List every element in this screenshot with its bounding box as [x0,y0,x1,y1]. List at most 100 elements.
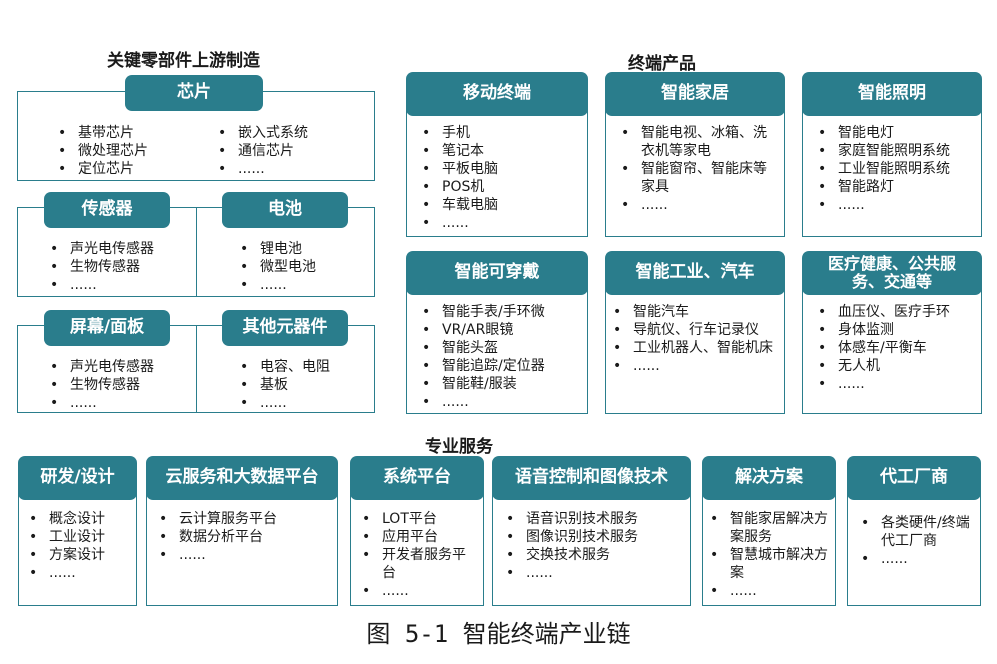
mobile-list: 手机 笔记本 平板电脑 POS机 车载电脑 ...... [418,124,498,232]
list-item: 工业机器人、智能机床 [609,339,774,357]
list-item: 锂电池 [236,240,316,258]
list-item: 导航仪、行车记录仪 [609,321,774,339]
list-item: 体感车/平衡车 [814,339,950,357]
list-item: ...... [214,160,308,178]
list-item: 方案设计 [25,546,105,564]
smart-lighting-list: 智能电灯 家庭智能照明系统 工业智能照明系统 智能路灯 ...... [814,124,950,214]
cloud-bigdata-list: 云计算服务平台 数据分析平台 ...... [155,510,277,564]
list-item: 定位芯片 [54,160,148,178]
list-item: 通信芯片 [214,142,308,160]
list-item: 图像识别技术服务 [502,528,638,546]
list-item: ...... [155,546,277,564]
list-item: ...... [236,276,316,294]
oem-list: 各类硬件/终端代工厂商 ...... [857,514,977,568]
sensor-header: 传感器 [44,192,170,228]
list-item: ...... [502,564,638,582]
list-item: 智能鞋/服装 [418,375,545,393]
solutions-header: 解决方案 [702,456,836,500]
mobile-header: 移动终端 [406,72,588,116]
list-item: POS机 [418,178,498,196]
list-item: 智能头盔 [418,339,545,357]
list-item: 智慧城市解决方案 [706,546,831,582]
list-item: 声光电传感器 [46,358,154,376]
list-item: 云计算服务平台 [155,510,277,528]
medical-public-header: 医疗健康、公共服务、交通等 [802,251,982,295]
list-item: 声光电传感器 [46,240,154,258]
voice-image-header: 语音控制和图像技术 [492,456,691,500]
list-item: 智能电灯 [814,124,950,142]
sensor-list: 声光电传感器 生物传感器 ...... [46,240,154,294]
screen-list: 声光电传感器 生物传感器 ...... [46,358,154,412]
list-item: 应用平台 [358,528,478,546]
rd-design-list: 概念设计 工业设计 方案设计 ...... [25,510,105,582]
list-item: 工业设计 [25,528,105,546]
wearable-header: 智能可穿戴 [406,251,588,295]
cloud-bigdata-header: 云服务和大数据平台 [146,456,338,500]
list-item: 智能路灯 [814,178,950,196]
list-item: 电容、电阻 [236,358,330,376]
wearable-list: 智能手表/手环微 VR/AR眼镜 智能头盔 智能追踪/定位器 智能鞋/服装 ..… [418,303,545,411]
list-item: LOT平台 [358,510,478,528]
list-item: ...... [418,214,498,232]
battery-header: 电池 [222,192,348,228]
list-item: 平板电脑 [418,160,498,178]
list-item: 智能电视、冰箱、洗衣机等家电 [617,124,767,160]
list-item: 基板 [236,376,330,394]
list-item: 手机 [418,124,498,142]
medical-public-list: 血压仪、医疗手环 身体监测 体感车/平衡车 无人机 ...... [814,303,950,393]
list-item: ...... [814,375,950,393]
solutions-list: 智能家居解决方案服务 智慧城市解决方案 ...... [706,510,831,600]
list-item: 工业智能照明系统 [814,160,950,178]
list-item: ...... [418,393,545,411]
list-item: 交换技术服务 [502,546,638,564]
list-item: ...... [46,394,154,412]
list-item: 笔记本 [418,142,498,160]
list-item: 智能汽车 [609,303,774,321]
list-item: 家庭智能照明系统 [814,142,950,160]
battery-list: 锂电池 微型电池 ...... [236,240,316,294]
list-item: 数据分析平台 [155,528,277,546]
list-item: 智能手表/手环微 [418,303,545,321]
list-item: 智能窗帘、智能床等家具 [617,160,767,196]
list-item: 智能追踪/定位器 [418,357,545,375]
list-item: 无人机 [814,357,950,375]
chip-list-1: 基带芯片 微处理芯片 定位芯片 [54,124,148,178]
list-item: ...... [46,276,154,294]
list-item: 各类硬件/终端代工厂商 [857,514,977,550]
list-item: ...... [236,394,330,412]
smart-home-list: 智能电视、冰箱、洗衣机等家电 智能窗帘、智能床等家具 ...... [617,124,767,214]
chip-header: 芯片 [125,75,263,111]
list-item: 微处理芯片 [54,142,148,160]
upstream-section-title: 关键零部件上游制造 [107,51,260,71]
voice-image-list: 语音识别技术服务 图像识别技术服务 交换技术服务 ...... [502,510,638,582]
list-item: ...... [706,582,831,600]
list-item: ...... [857,550,977,568]
other-components-header: 其他元器件 [222,310,348,346]
list-item: ...... [358,582,478,600]
other-components-list: 电容、电阻 基板 ...... [236,358,330,412]
list-item: 开发者服务平台 [358,546,478,582]
industry-auto-list: 智能汽车 导航仪、行车记录仪 工业机器人、智能机床 ...... [609,303,774,375]
list-item: 生物传感器 [46,258,154,276]
system-platform-header: 系统平台 [350,456,484,500]
terminal-section-title: 终端产品 [628,54,696,74]
services-section-title: 专业服务 [425,437,493,457]
list-item: VR/AR眼镜 [418,321,545,339]
list-item: ...... [814,196,950,214]
rd-design-header: 研发/设计 [18,456,137,500]
list-item: 智能家居解决方案服务 [706,510,831,546]
list-item: 生物传感器 [46,376,154,394]
list-item: 基带芯片 [54,124,148,142]
list-item: 血压仪、医疗手环 [814,303,950,321]
smart-lighting-header: 智能照明 [802,72,982,116]
list-item: ...... [617,196,767,214]
list-item: 嵌入式系统 [214,124,308,142]
screen-header: 屏幕/面板 [44,310,170,346]
system-platform-list: LOT平台 应用平台 开发者服务平台 ...... [358,510,478,600]
list-item: 语音识别技术服务 [502,510,638,528]
list-item: 微型电池 [236,258,316,276]
list-item: ...... [25,564,105,582]
industry-auto-header: 智能工业、汽车 [605,251,785,295]
list-item: 概念设计 [25,510,105,528]
figure-caption: 图 5-1 智能终端产业链 [366,620,631,648]
